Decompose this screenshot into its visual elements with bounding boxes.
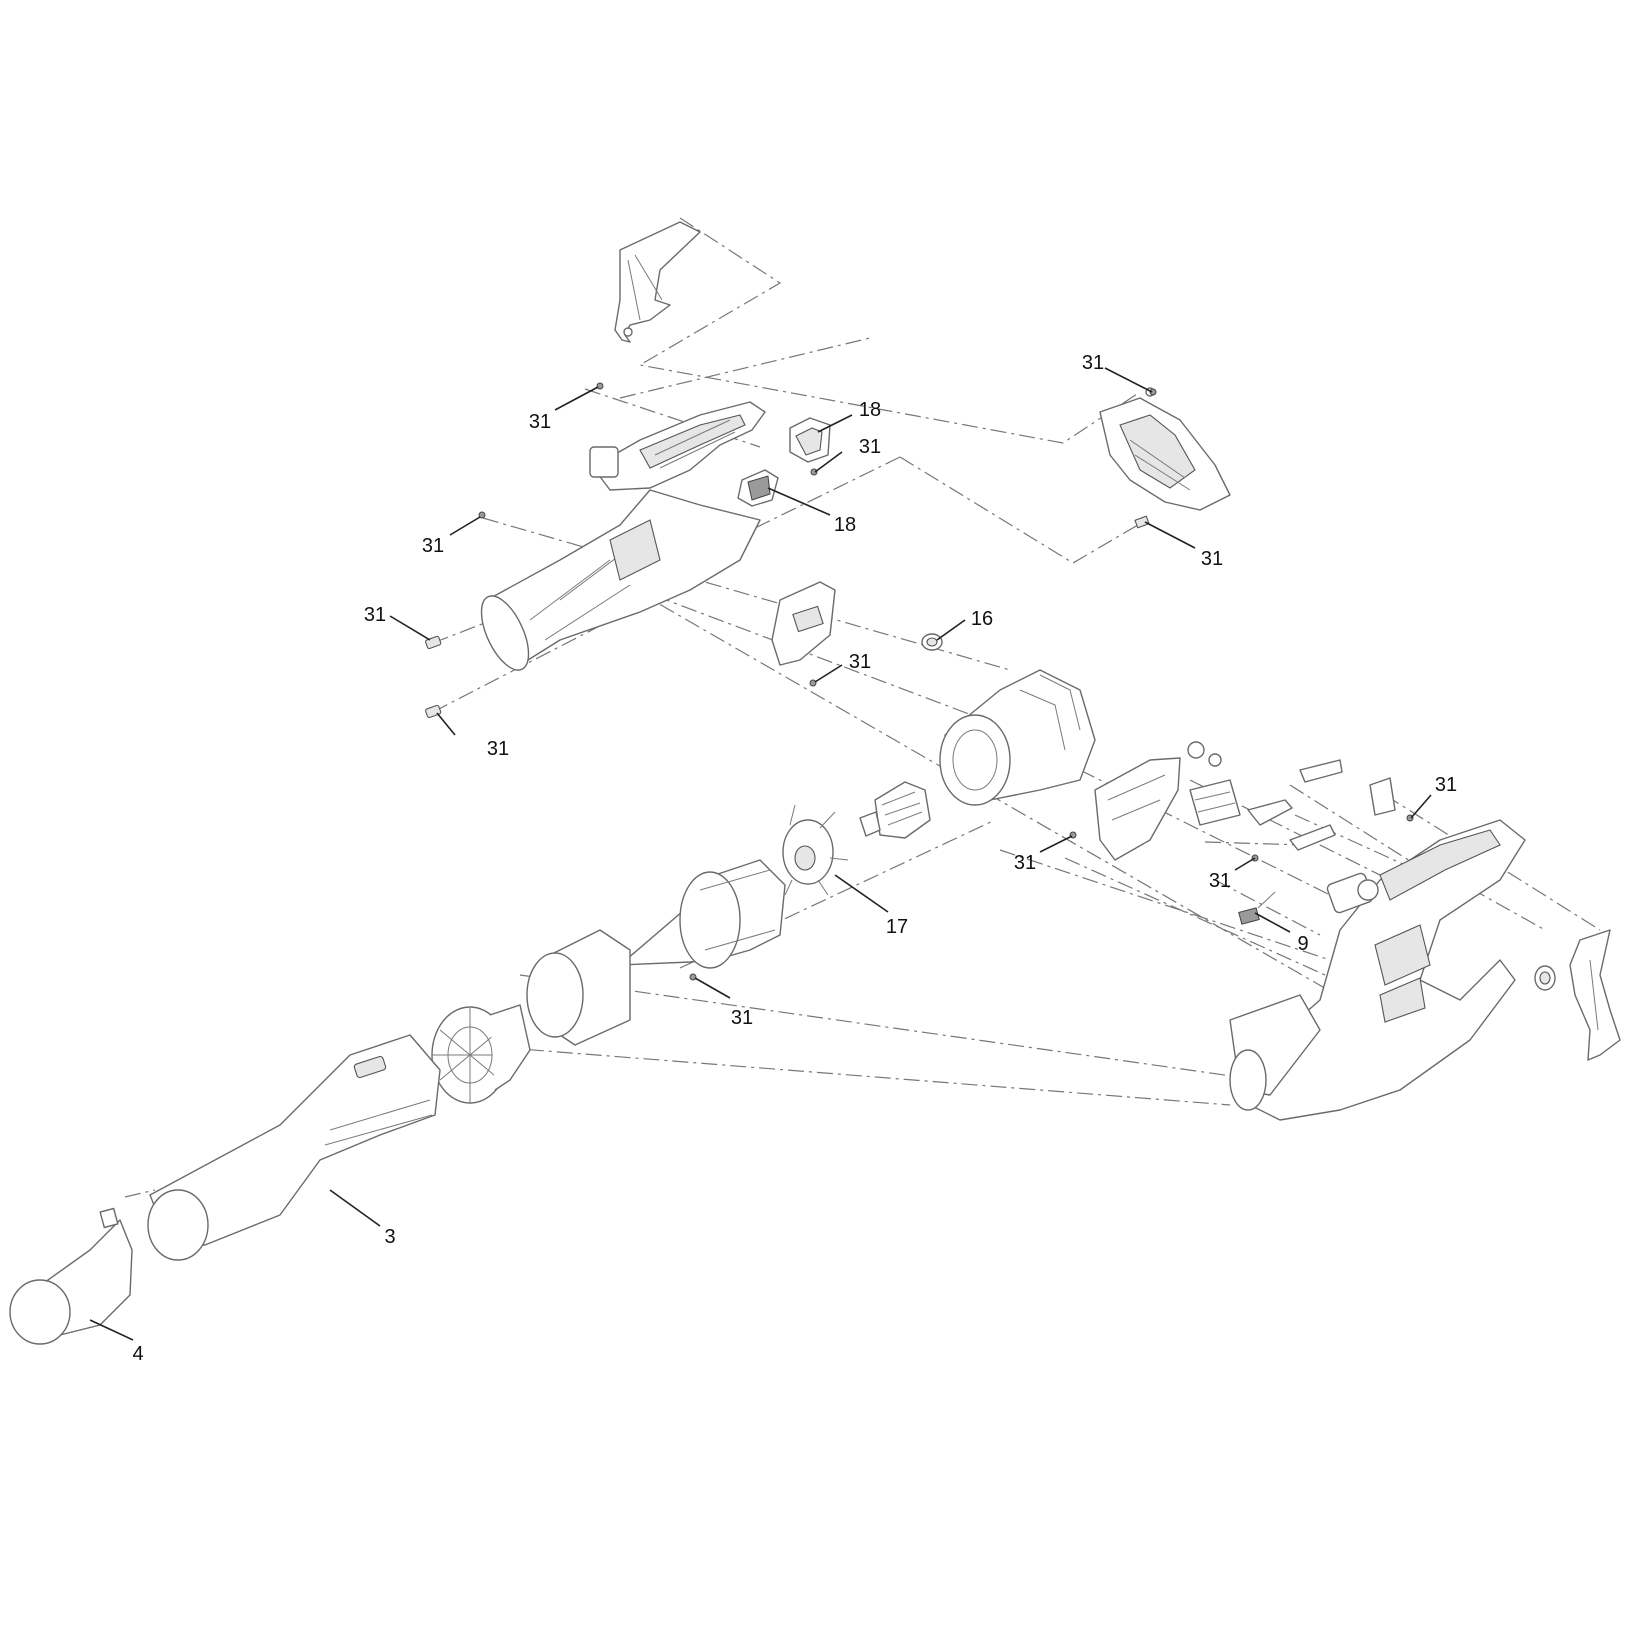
trigger-lever (1247, 799, 1293, 826)
callout-31: 31 (364, 604, 386, 626)
callout-17: 17 (886, 916, 908, 938)
callout-3: 3 (384, 1226, 395, 1248)
handle-upper-frame (589, 401, 766, 491)
housing-left-half (480, 489, 761, 671)
side-cover-panel (1094, 757, 1181, 861)
circuit-board (1187, 741, 1241, 826)
pad-right-upper (1134, 515, 1150, 529)
callout-31: 31 (731, 1007, 753, 1029)
bushing (921, 633, 943, 651)
housing-cover-right (1099, 387, 1231, 511)
grille-disc (431, 1004, 531, 1104)
callout-leaders (89, 367, 1432, 1341)
callout-31: 31 (529, 411, 551, 433)
foam-cylinder (526, 929, 631, 1046)
screws (478, 382, 1414, 981)
fan-housing (939, 669, 1096, 806)
callout-31: 31 (1209, 870, 1231, 892)
callout-31: 31 (487, 738, 509, 760)
nozzle (9, 1207, 133, 1345)
motor (859, 781, 931, 839)
housing-right-half (1229, 819, 1526, 1121)
callout-31: 31 (1082, 352, 1104, 374)
inner-cone (619, 859, 786, 969)
impeller-fan (782, 804, 849, 896)
callout-9: 9 (1297, 933, 1308, 955)
handle-cover-top (614, 221, 701, 343)
wiring-terminals (1289, 759, 1396, 851)
pad-left-lower (425, 704, 442, 719)
callout-31: 31 (422, 535, 444, 557)
callout-4: 4 (132, 1343, 143, 1365)
callout-16: 16 (971, 608, 993, 630)
callout-31: 31 (859, 436, 881, 458)
handle-cover-right (1569, 929, 1621, 1061)
callout-31: 31 (1201, 548, 1223, 570)
callout-31: 31 (1014, 852, 1036, 874)
parts-illustration (9, 221, 1621, 1345)
ring-fitting (1534, 965, 1556, 991)
blower-tube (147, 1034, 441, 1261)
callout-labels: 31 18 31 31 18 31 31 31 16 31 31 31 31 3… (132, 352, 1457, 1365)
callout-31: 31 (849, 651, 871, 673)
switch-upper (789, 417, 831, 463)
switch-lower (737, 469, 779, 507)
battery-terminal-plate (771, 581, 836, 666)
callout-18: 18 (859, 399, 881, 421)
callout-31: 31 (1435, 774, 1457, 796)
callout-18: 18 (834, 514, 856, 536)
